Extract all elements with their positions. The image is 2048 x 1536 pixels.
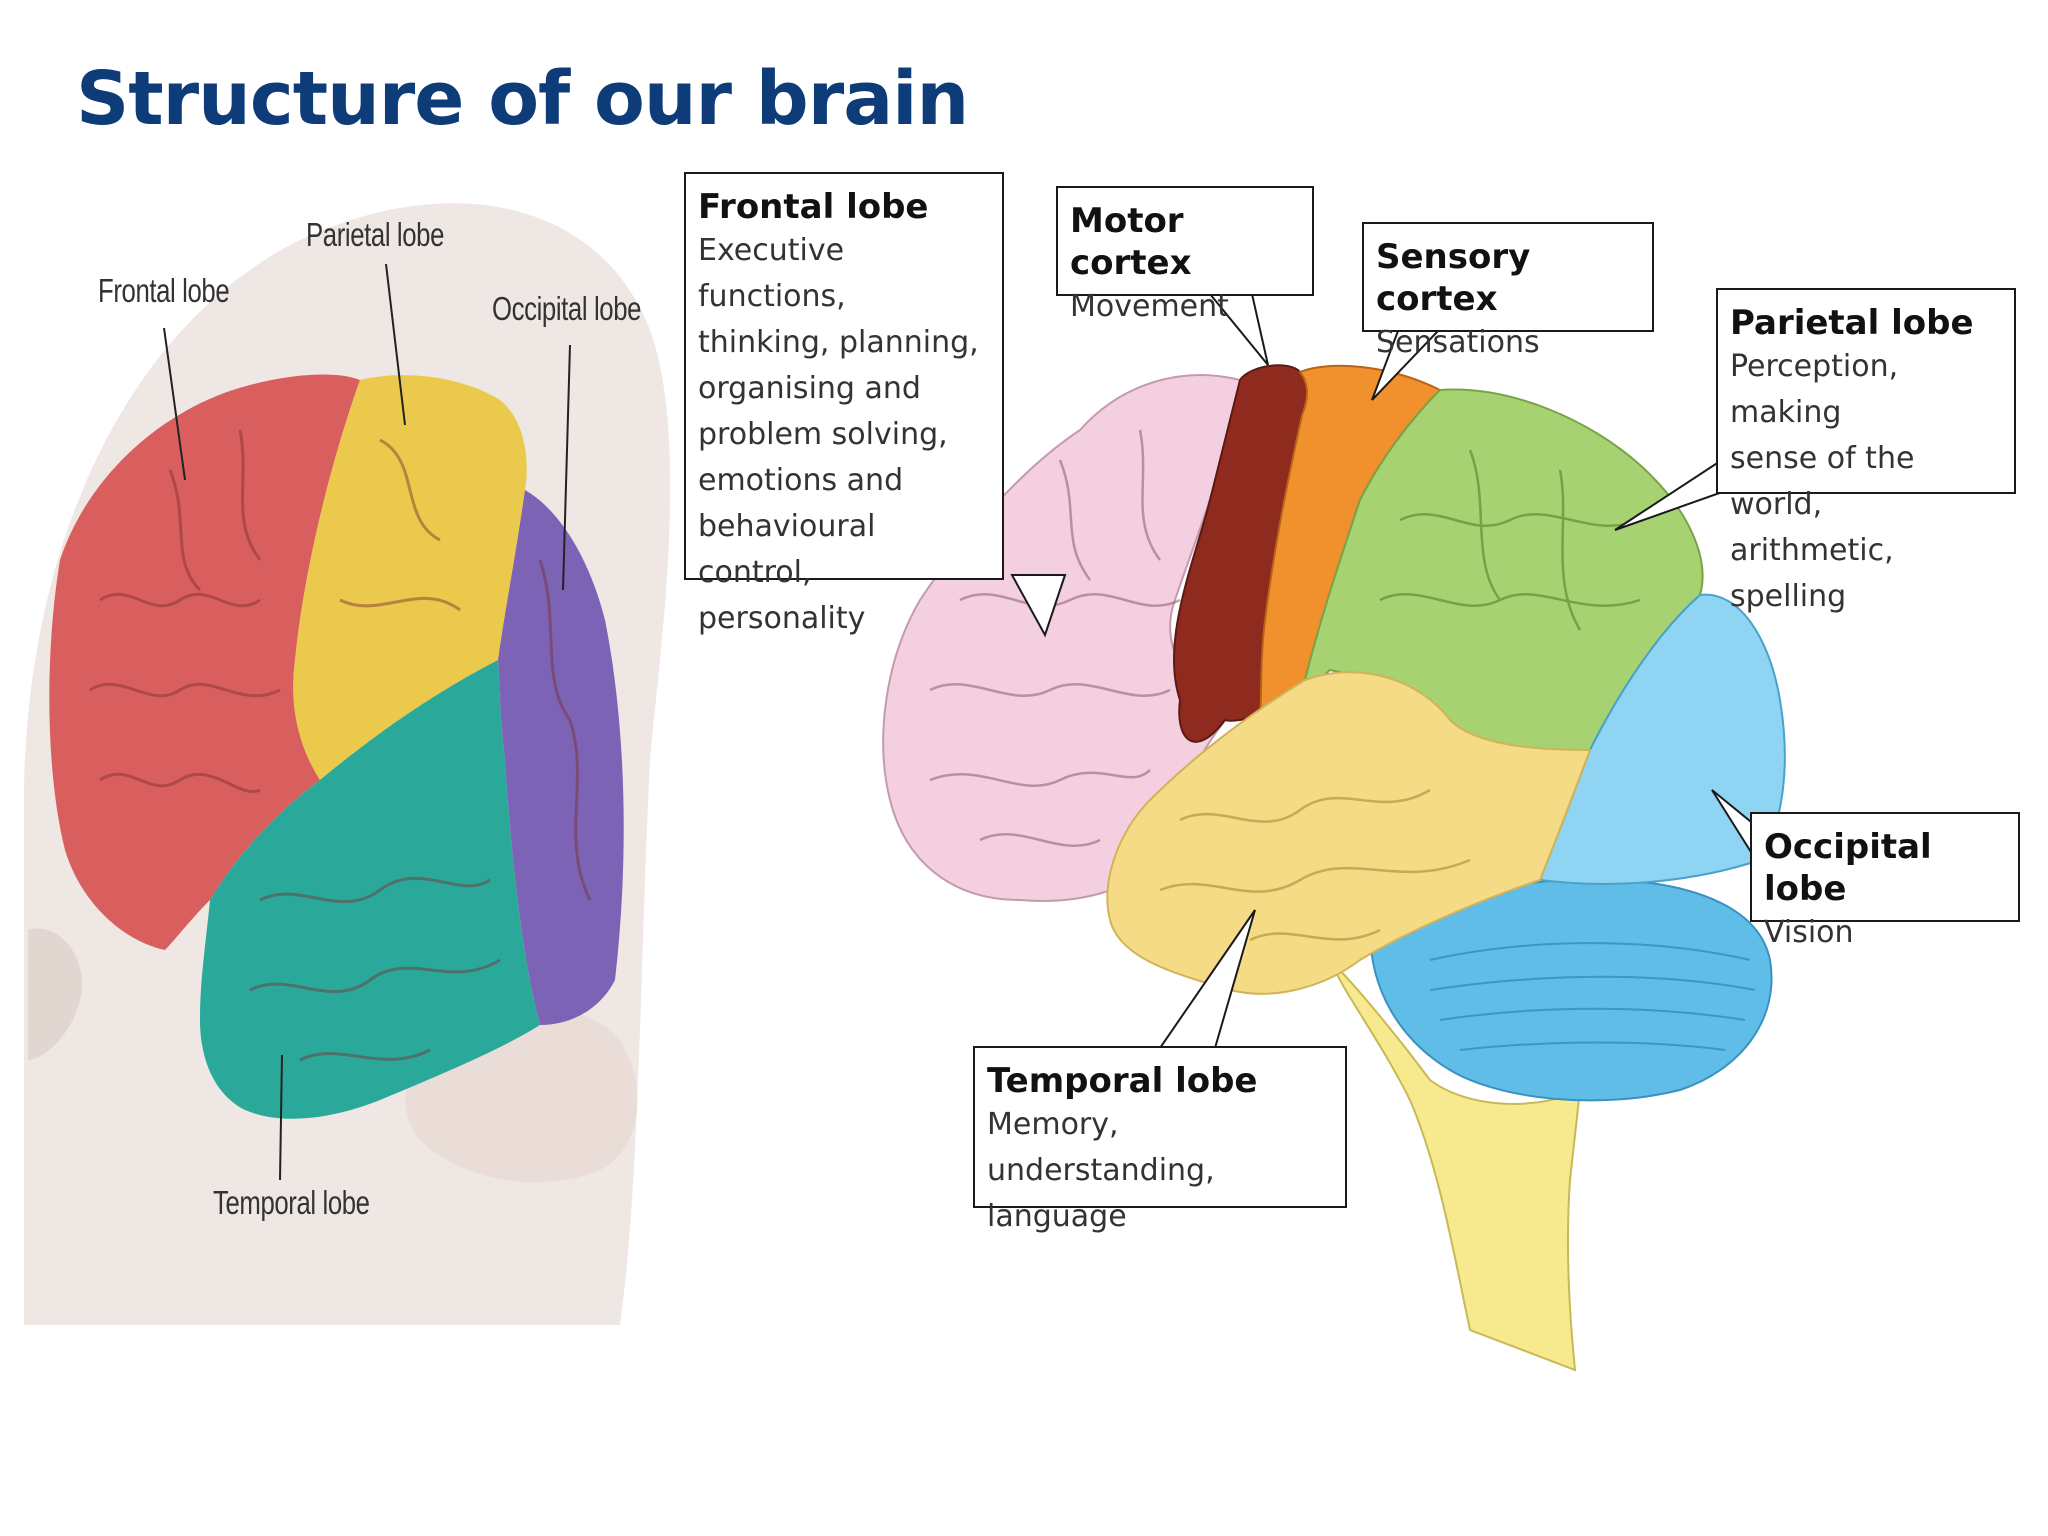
right-brain-diagram <box>882 293 1786 1372</box>
callout-parietal-body: Perception, making sense of the world, a… <box>1730 349 1915 614</box>
left-label-frontal-lobe: Frontal lobe <box>98 272 230 309</box>
right-frontal-gyri <box>929 429 1181 847</box>
left-brain-diagram <box>23 203 671 1325</box>
left-frontal-lobe <box>49 374 361 950</box>
left-label-temporal-lobe: Temporal lobe <box>213 1184 370 1221</box>
callout-sensory-cortex: Sensory cortex Sensations <box>1362 222 1654 360</box>
callout-temporal-title: Temporal lobe <box>987 1061 1258 1101</box>
slide-title: Structure of our brain <box>76 56 969 142</box>
callout-occipital-title: Occipital lobe <box>1764 827 1932 909</box>
callout-motor-title: Motor cortex <box>1070 201 1192 283</box>
left-gyri-lines <box>89 429 592 1062</box>
callout-occipital-body: Vision <box>1764 915 1854 950</box>
callout-occipital-lobe: Occipital lobe Vision <box>1750 812 2020 950</box>
callout-temporal-body: Memory, understanding, language <box>987 1107 1215 1234</box>
left-leader-lines <box>163 263 571 1181</box>
callout-pointers <box>1010 293 1757 1049</box>
right-frontal-lobe <box>882 374 1242 902</box>
right-parietal-gyri <box>1379 449 1641 631</box>
right-temporal-lobe <box>1106 671 1592 995</box>
callout-sensory-body: Sensations <box>1376 325 1540 360</box>
right-brainstem <box>1329 959 1582 1372</box>
left-occipital-lobe <box>498 490 624 1025</box>
callout-frontal-body: Executive functions, thinking, planning,… <box>698 233 979 636</box>
left-ear-shading <box>28 928 82 1060</box>
callout-temporal-lobe: Temporal lobe Memory, understanding, lan… <box>973 1046 1347 1234</box>
callout-sensory-title: Sensory cortex <box>1376 237 1531 319</box>
callout-motor-body: Movement <box>1070 289 1229 324</box>
right-temporal-gyri <box>1159 788 1471 942</box>
left-parietal-lobe <box>293 375 527 780</box>
right-cerebellum-lines <box>1429 942 1756 1051</box>
right-occipital-lobe <box>1538 593 1786 885</box>
callout-frontal-title: Frontal lobe <box>698 187 929 227</box>
callout-parietal-title: Parietal lobe <box>1730 303 1974 343</box>
callout-frontal-lobe: Frontal lobe Executive functions, thinki… <box>684 172 1004 636</box>
left-label-occipital-lobe: Occipital lobe <box>492 290 642 327</box>
callout-parietal-lobe: Parietal lobe Perception, making sense o… <box>1716 288 2016 614</box>
callout-motor-cortex: Motor cortex Movement <box>1056 186 1314 324</box>
left-temporal-lobe <box>200 660 540 1119</box>
left-label-parietal-lobe: Parietal lobe <box>306 216 445 253</box>
